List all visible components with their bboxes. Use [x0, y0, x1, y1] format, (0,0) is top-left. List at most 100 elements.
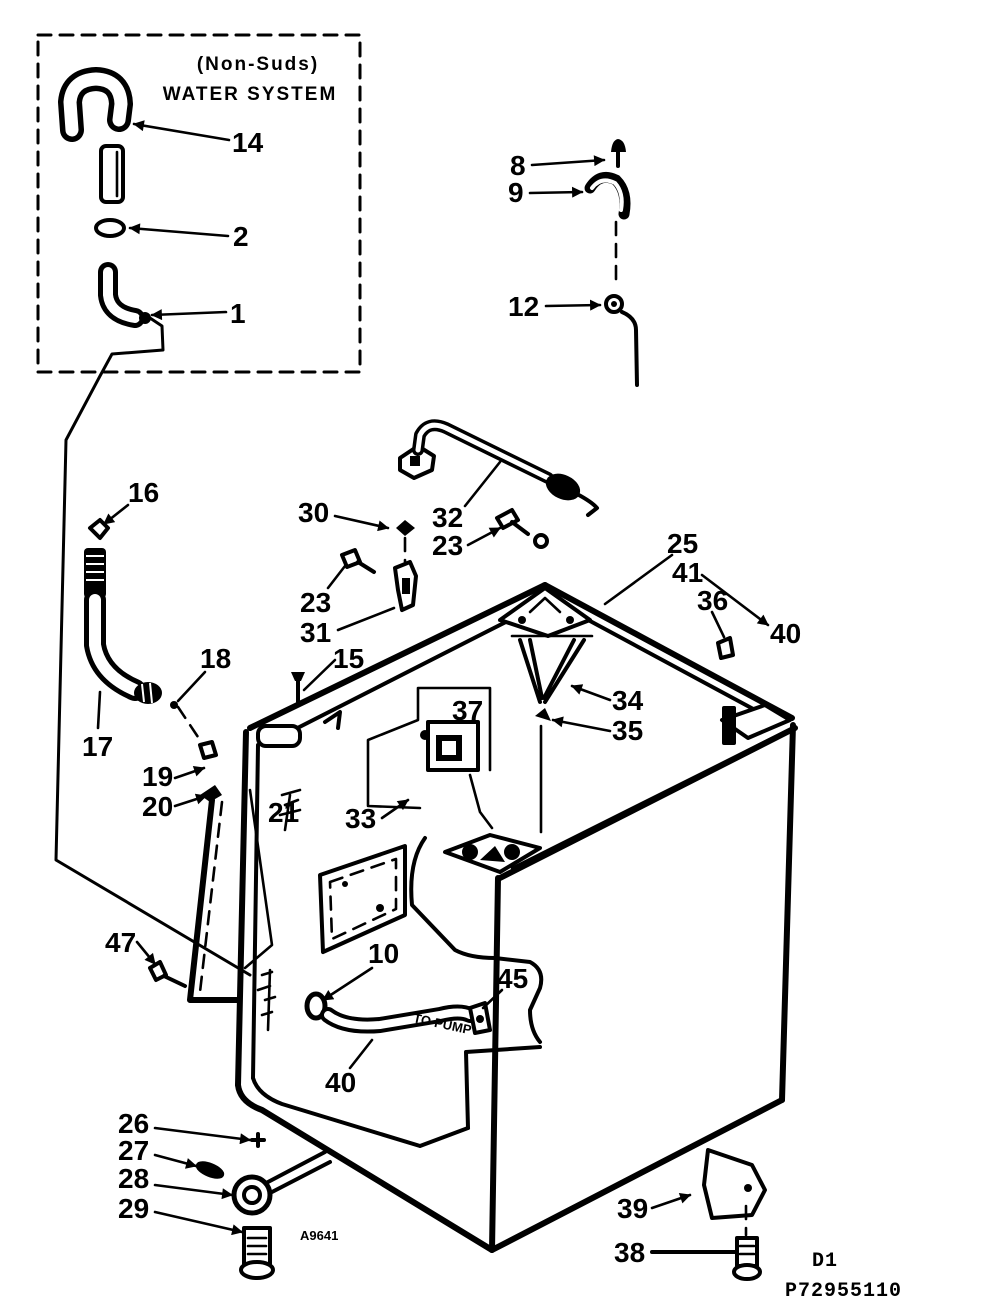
- part-30-nut: [396, 520, 415, 536]
- part-8-screw: [611, 139, 626, 168]
- part-36-clip: [716, 636, 735, 660]
- callout-36: 36: [697, 585, 728, 616]
- leader-23-lower: [326, 564, 347, 590]
- leader-35: [551, 716, 612, 733]
- callout-17: 17: [82, 731, 113, 762]
- part-9-clip: [584, 171, 631, 220]
- leader-1: [150, 309, 228, 321]
- part-1-elbow: [98, 262, 151, 328]
- part-26: [250, 1132, 266, 1148]
- part-23-screw-lower: [340, 548, 376, 574]
- callout-34: 34: [612, 685, 644, 716]
- part-12-grommet: [604, 294, 624, 314]
- part-47-screw: [148, 960, 187, 988]
- callout-19: 19: [142, 761, 173, 792]
- callout-20: 20: [142, 791, 173, 822]
- callout-21: 21: [268, 797, 299, 828]
- drawing-code-label: A9641: [300, 1228, 338, 1243]
- leader-27: [153, 1153, 198, 1169]
- callout-30: 30: [298, 497, 329, 528]
- callout-2: 2: [233, 221, 249, 252]
- diagram-id: D1: [812, 1250, 838, 1273]
- leader-9: [528, 186, 584, 198]
- part-34-spring: [510, 634, 594, 704]
- part-27-rod: [195, 1161, 225, 1179]
- callout-33: 33: [345, 803, 376, 834]
- callout-35: 35: [612, 715, 643, 746]
- corner-brace-back: [498, 586, 592, 638]
- callout-40-lower: 40: [325, 1067, 356, 1098]
- part-23-screw-upper: [495, 508, 549, 549]
- leader-19: [173, 766, 206, 780]
- wire-from-12: [620, 310, 639, 387]
- callout-28: 28: [118, 1163, 149, 1194]
- part-17-hose: [84, 548, 162, 704]
- callout-27: 27: [118, 1135, 149, 1166]
- fill-tube-left: [187, 788, 274, 1003]
- leader-16: [102, 503, 130, 526]
- callout-12: 12: [508, 291, 539, 322]
- part-32-hose: [398, 419, 599, 517]
- leader-25: [603, 553, 674, 606]
- callout-1: 1: [230, 298, 246, 329]
- leader-26: [153, 1126, 252, 1145]
- callout-41: 41: [672, 557, 703, 588]
- part-45-clamp: [468, 1001, 492, 1035]
- leader-10: [321, 966, 374, 1002]
- corner-brace-front: [443, 833, 542, 874]
- callout-29: 29: [118, 1193, 149, 1224]
- callout-37: 37: [452, 695, 483, 726]
- part-29-bolt: [239, 1226, 275, 1280]
- leader-40-lower: [348, 1038, 374, 1070]
- part-21-bracket: [278, 788, 302, 832]
- part-18-washer: [170, 701, 178, 709]
- leader-32: [463, 460, 502, 508]
- callout-18: 18: [200, 643, 231, 674]
- callout-23-upper: 23: [432, 530, 463, 561]
- leader-14: [132, 120, 231, 142]
- inset-title-line2: WATER SYSTEM: [163, 84, 338, 105]
- callout-15: 15: [333, 643, 364, 674]
- leader-36: [710, 610, 726, 639]
- part-28-leveling-foot: [231, 1150, 332, 1216]
- callout-31: 31: [300, 617, 331, 648]
- part-15-screw: [291, 672, 305, 704]
- callout-26: 26: [118, 1108, 149, 1139]
- callout-47: 47: [105, 927, 136, 958]
- callout-40-upper: 40: [770, 618, 801, 649]
- part-38-bolt: [732, 1236, 762, 1281]
- callout-23-lower: 23: [300, 587, 331, 618]
- part-19-screw: [198, 740, 218, 760]
- callout-14: 14: [232, 127, 264, 158]
- part-37-switch: [420, 720, 494, 830]
- leader-31: [336, 606, 396, 632]
- part-35: [535, 708, 551, 721]
- leader-17: [96, 690, 102, 730]
- leader-28: [153, 1183, 234, 1200]
- callout-25: 25: [667, 528, 698, 559]
- leader-20: [173, 793, 208, 808]
- callout-32: 32: [432, 502, 463, 533]
- leader-2: [128, 223, 230, 238]
- callout-38: 38: [614, 1237, 645, 1268]
- part-10-ring: [304, 991, 328, 1021]
- leader-34: [570, 684, 612, 702]
- dashed-guide-18-19: [176, 705, 202, 742]
- part-2-ring: [94, 218, 126, 238]
- water-line-connector: [54, 316, 252, 977]
- leader-23-upper: [466, 526, 502, 547]
- callout-8: 8: [510, 150, 526, 181]
- part-40-pump-hose: [320, 1004, 478, 1034]
- part-tube-segment: [99, 144, 125, 204]
- corner-brace-left: [256, 724, 302, 748]
- leader-41: [700, 573, 770, 627]
- part-number: P72955110: [785, 1280, 902, 1303]
- leader-33: [380, 798, 410, 820]
- inset-dashed-border: [36, 33, 362, 374]
- leader-29: [153, 1210, 244, 1236]
- leader-47: [135, 940, 157, 966]
- part-31-bracket: [393, 560, 418, 612]
- part-14-hose: [58, 67, 133, 142]
- leader-18: [176, 670, 207, 703]
